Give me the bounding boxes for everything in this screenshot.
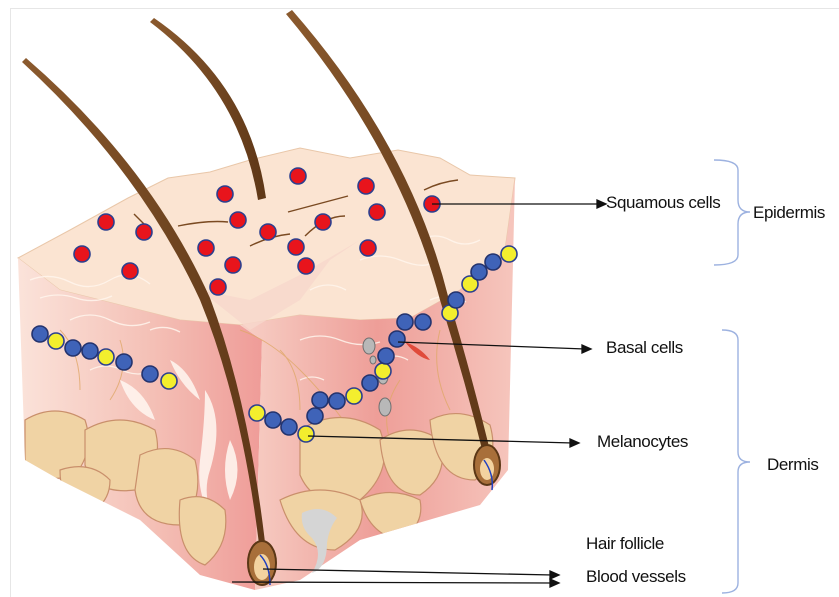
basal-cell: [281, 419, 297, 435]
basal-cell: [142, 366, 158, 382]
melanocyte-cell: [375, 363, 391, 379]
melanocyte-cell: [249, 405, 265, 421]
basal-cell: [362, 375, 378, 391]
hair-follicle-arrow-head: [550, 571, 559, 579]
dermis-brace: [722, 330, 750, 593]
squamous-cell: [290, 168, 306, 184]
basal-cell: [471, 264, 487, 280]
label-blood-vessels: Blood vessels: [586, 567, 686, 587]
basal-cell: [378, 348, 394, 364]
basal-cell: [307, 408, 323, 424]
basal-cell: [312, 392, 328, 408]
melanocyte-cell: [98, 349, 114, 365]
skin-block: [18, 148, 515, 590]
basal-arrow-head: [582, 345, 591, 353]
melanocyte-cell: [501, 246, 517, 262]
basal-cell: [82, 343, 98, 359]
squamous-cell: [136, 224, 152, 240]
blood-vessels-arrow-head: [550, 579, 559, 587]
melanocyte-cell: [346, 388, 362, 404]
melanocyte-cell: [48, 333, 64, 349]
basal-cell: [389, 331, 405, 347]
basal-cell: [65, 340, 81, 356]
basal-cell: [329, 393, 345, 409]
squamous-cell: [122, 263, 138, 279]
squamous-cell: [358, 178, 374, 194]
label-melanocytes: Melanocytes: [597, 432, 688, 452]
basal-cell: [485, 254, 501, 270]
basal-cell: [265, 412, 281, 428]
squamous-cell: [360, 240, 376, 256]
squamous-cell: [315, 214, 331, 230]
hair-follicle-bulb-left: [248, 541, 276, 585]
label-dermis: Dermis: [767, 455, 818, 475]
squamous-cell: [260, 224, 276, 240]
squamous-cell: [198, 240, 214, 256]
squamous-cell: [217, 186, 233, 202]
squamous-cell: [288, 239, 304, 255]
squamous-cell: [225, 257, 241, 273]
squamous-cell: [230, 212, 246, 228]
squamous-arrow-head: [597, 200, 606, 208]
squamous-cell: [98, 214, 114, 230]
basal-cell: [448, 292, 464, 308]
melanocyte-cell: [298, 426, 314, 442]
label-basal-cells: Basal cells: [606, 338, 683, 358]
squamous-cell: [369, 204, 385, 220]
squamous-cell: [74, 246, 90, 262]
squamous-cell: [210, 279, 226, 295]
label-squamous-cells: Squamous cells: [606, 193, 720, 213]
melanocytes-arrow-head: [570, 439, 579, 447]
label-epidermis: Epidermis: [753, 203, 825, 223]
basal-cell: [415, 314, 431, 330]
basal-cell: [116, 354, 132, 370]
basal-cell: [32, 326, 48, 342]
squamous-cell: [298, 258, 314, 274]
basal-cell: [397, 314, 413, 330]
label-hair-follicle: Hair follicle: [586, 534, 664, 554]
melanocyte-cell: [161, 373, 177, 389]
